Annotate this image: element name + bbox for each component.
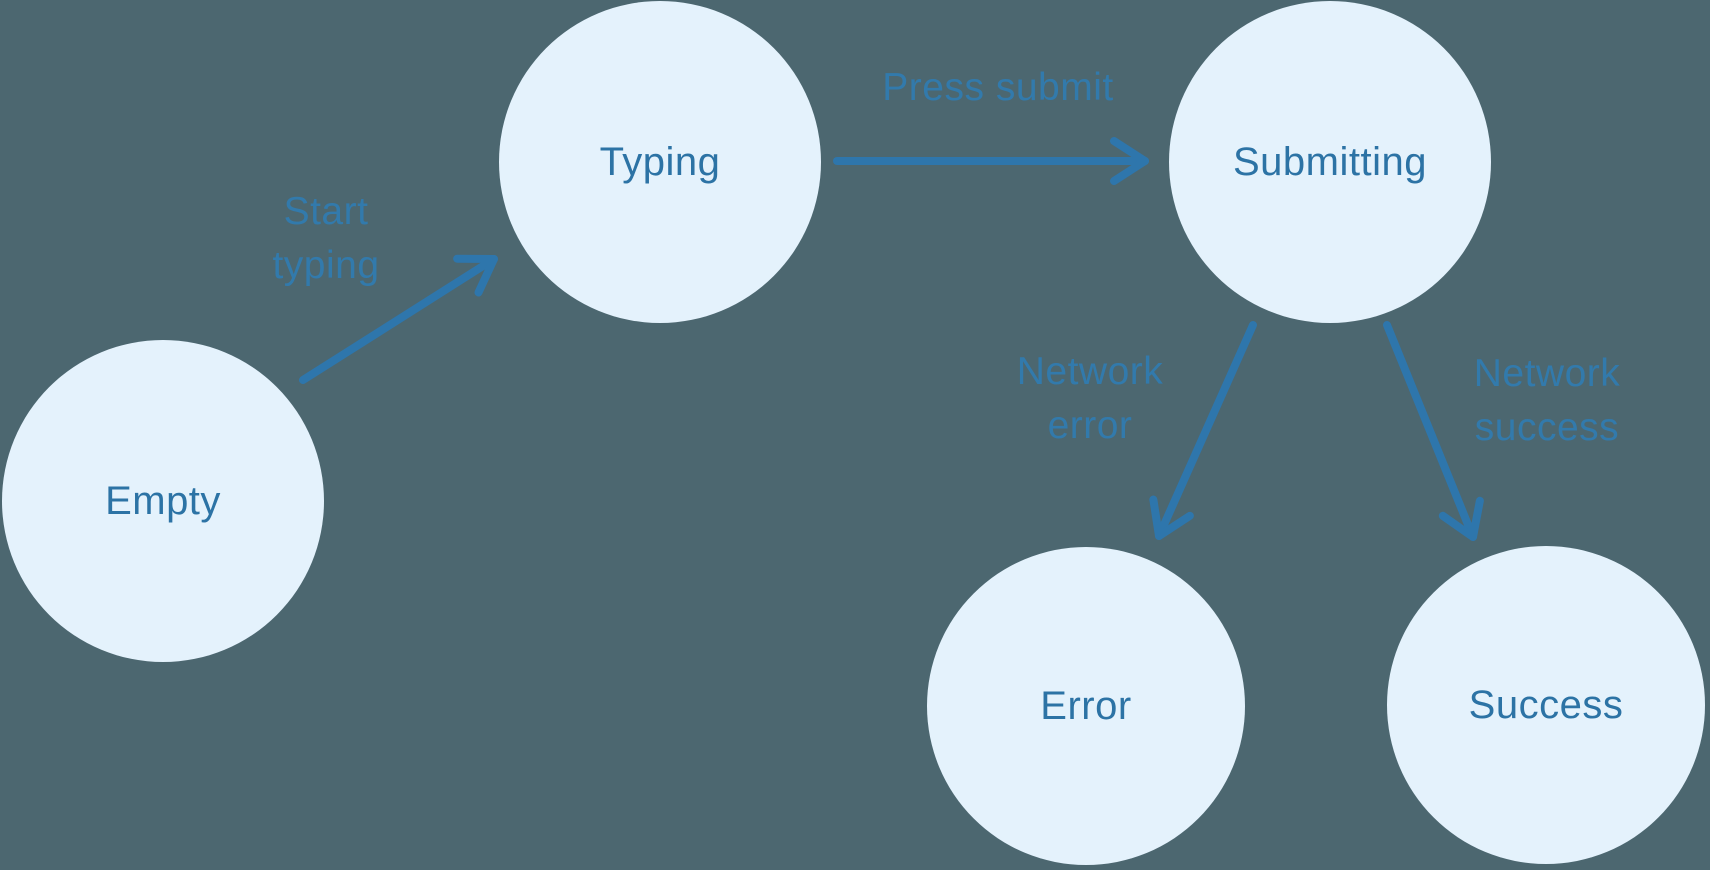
edge-label-network-error: Network error <box>1016 350 1164 447</box>
state-node-typing: Typing <box>499 1 821 323</box>
state-node-success: Success <box>1387 546 1705 864</box>
state-label-error: Error <box>1040 683 1132 728</box>
state-label-empty: Empty <box>105 478 221 523</box>
state-node-empty: Empty <box>2 340 324 662</box>
edge-label-press-submit: Press submit <box>882 66 1114 109</box>
state-label-typing: Typing <box>599 139 721 184</box>
state-node-error: Error <box>927 547 1245 865</box>
state-node-submitting: Submitting <box>1169 1 1491 323</box>
state-label-success: Success <box>1468 682 1624 727</box>
state-label-submitting: Submitting <box>1233 139 1427 184</box>
edge-label-start-typing: Start typing <box>272 190 380 287</box>
edge-label-network-success: Network success <box>1473 352 1621 449</box>
